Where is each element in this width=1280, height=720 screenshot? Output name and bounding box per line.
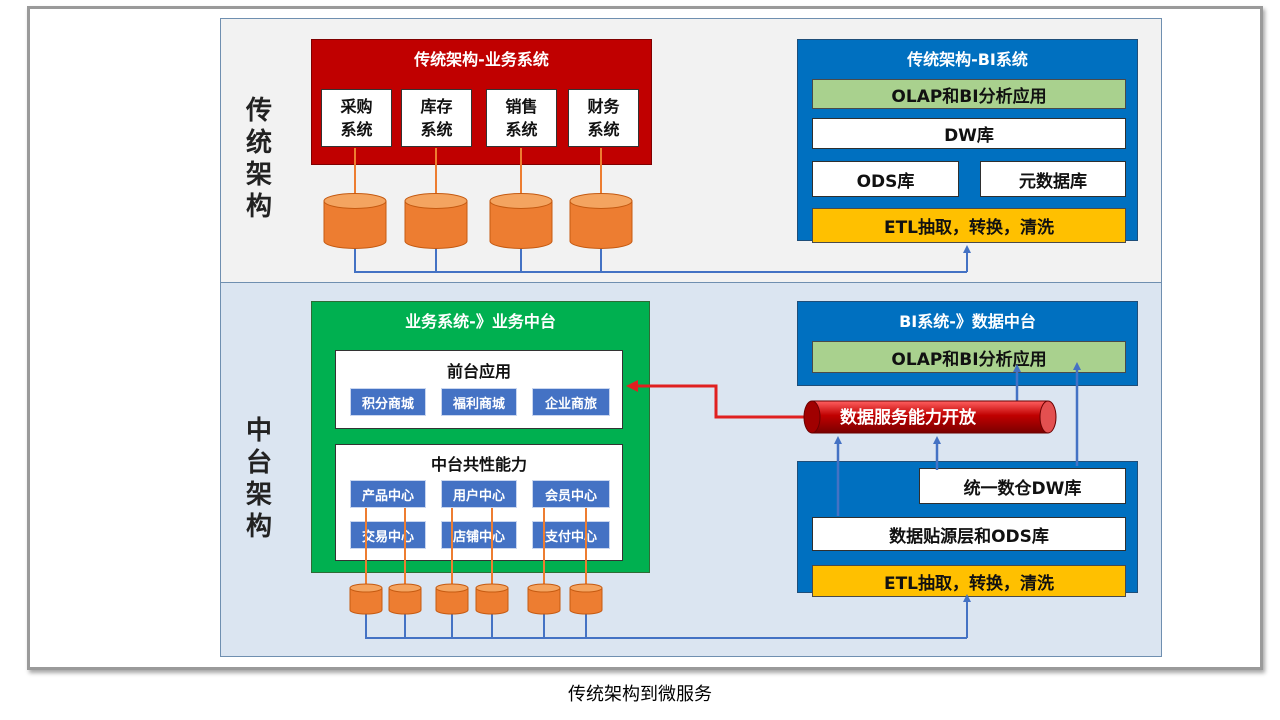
- database-cylinder: [569, 583, 603, 615]
- system-line: 销售: [505, 97, 538, 116]
- data-middle-platform-title: BI系统-》数据中台: [899, 312, 1036, 331]
- data-service-label: 数据服务能力开放: [840, 407, 977, 428]
- middle-olap-box: OLAP和BI分析应用: [812, 341, 1126, 373]
- middle-etl-connector: [365, 594, 971, 639]
- shared-capabilities-title: 中台共性能力: [430, 455, 527, 474]
- side-char: 架: [245, 480, 272, 510]
- database-cylinder: [489, 193, 553, 249]
- traditional-ods-box: ODS库: [812, 161, 959, 197]
- system-line: 库存: [420, 97, 453, 116]
- middle-db-stems: [365, 508, 587, 590]
- side-char: 架: [245, 160, 272, 190]
- database-cylinder: [404, 193, 468, 249]
- front-app-chip: 积分商城: [350, 388, 426, 416]
- side-char: 中: [245, 416, 272, 446]
- side-char: 统: [245, 128, 272, 158]
- database-cylinder: [388, 583, 422, 615]
- capability-chip: 用户中心: [441, 480, 517, 508]
- capability-chip: 交易中心: [350, 521, 426, 549]
- figure-caption: 传统架构到微服务: [568, 684, 712, 705]
- system-line: 系统: [587, 120, 620, 139]
- system-line: 系统: [505, 120, 538, 139]
- unified-dw-box: 统一数仓DW库: [919, 468, 1126, 504]
- system-box-finance: 财务 系统: [568, 89, 639, 147]
- business-middle-platform-title: 业务系统-》业务中台: [405, 312, 556, 331]
- database-cylinder: [435, 583, 469, 615]
- ods-source-layer-box: 数据贴源层和ODS库: [812, 517, 1126, 551]
- traditional-business-title: 传统架构-业务系统: [414, 50, 549, 69]
- side-char: 构: [245, 192, 272, 222]
- data-flow-arrows: [834, 362, 1081, 516]
- system-line: 采购: [340, 97, 373, 116]
- system-box-sales: 销售 系统: [486, 89, 557, 147]
- capability-chip: 产品中心: [350, 480, 426, 508]
- data-service-pipe: 数据服务能力开放: [803, 400, 1057, 434]
- traditional-etl-box: ETL抽取，转换，清洗: [812, 208, 1126, 243]
- traditional-side-label: 传 统 架 构: [244, 95, 274, 223]
- database-cylinder: [349, 583, 383, 615]
- architecture-diagram: 传 统 架 构 传统架构-业务系统 采购 系统 库存 系统 销售 系统 财务 系…: [220, 18, 1162, 657]
- traditional-bi-title: 传统架构-BI系统: [907, 50, 1028, 69]
- system-line: 系统: [420, 120, 453, 139]
- middle-etl-box: ETL抽取，转换，清洗: [812, 565, 1126, 597]
- system-box-procurement: 采购 系统: [321, 89, 392, 147]
- traditional-db-stems: [354, 148, 602, 200]
- side-char: 传: [245, 96, 272, 126]
- traditional-dw-box: DW库: [812, 118, 1126, 149]
- side-char: 构: [245, 512, 272, 542]
- front-apps-title: 前台应用: [446, 362, 511, 381]
- middle-databases: [349, 583, 603, 615]
- database-cylinder: [569, 193, 633, 249]
- database-cylinder: [527, 583, 561, 615]
- traditional-metadata-box: 元数据库: [980, 161, 1126, 197]
- system-line: 财务: [587, 97, 620, 116]
- front-app-chip: 企业商旅: [532, 388, 610, 416]
- database-cylinder: [475, 583, 509, 615]
- database-cylinder: [323, 193, 387, 249]
- middle-platform-panel: 中 台 架 构 业务系统-》业务中台 前台应用 积分商城 福利商城 企业商旅 中…: [221, 283, 1161, 656]
- middle-side-label: 中 台 架 构: [244, 415, 274, 543]
- traditional-etl-connector: [354, 245, 971, 273]
- traditional-olap-box: OLAP和BI分析应用: [812, 79, 1126, 109]
- capability-chip: 会员中心: [532, 480, 610, 508]
- front-app-chip: 福利商城: [441, 388, 517, 416]
- system-line: 系统: [340, 120, 373, 139]
- data-service-to-front-apps-arrow: [626, 380, 810, 419]
- side-char: 台: [245, 448, 272, 478]
- traditional-databases: [323, 193, 633, 249]
- system-box-inventory: 库存 系统: [401, 89, 472, 147]
